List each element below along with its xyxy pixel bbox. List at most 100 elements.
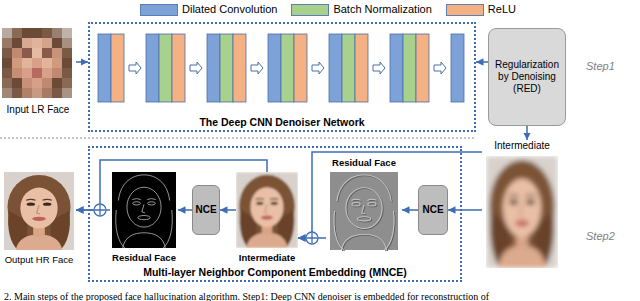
box-label: NCE: [195, 204, 216, 216]
drawing-part: [52, 58, 62, 68]
connector: [178, 209, 192, 211]
drawing-part: [32, 48, 42, 58]
drawing-part: [62, 28, 72, 38]
drawing-part: [32, 58, 42, 68]
network-box: The Deep CNN Denoiser Network: [88, 22, 476, 132]
drawing-part: [62, 58, 72, 68]
group-title: The Deep CNN Denoiser Network: [199, 116, 364, 129]
drawing-part: [62, 88, 72, 98]
caption: 2. Main steps of the proposed face hallu…: [4, 291, 489, 301]
sum-symbol: [94, 204, 106, 216]
face-label: Residual Face: [332, 157, 396, 168]
drawing-part: [159, 34, 172, 102]
drawing-part: [373, 62, 385, 74]
drawing-part: [52, 48, 62, 58]
drawing-part: [62, 68, 72, 78]
drawing-part: [32, 88, 42, 98]
legend-text: Dilated Convolution: [182, 3, 277, 16]
drawing-part: [146, 34, 159, 102]
sum-symbol: [306, 232, 318, 244]
face-image: Input LR Face: [0, 26, 76, 116]
drawing-part: [129, 62, 141, 74]
connector: [402, 209, 418, 211]
drawing-part: [32, 68, 42, 78]
legend-swatch: [446, 4, 484, 16]
module-box: Multi-layer Neighbor Component Embedding…: [88, 146, 462, 282]
drawing-part: [42, 38, 52, 48]
connector: [76, 160, 267, 210]
drawing-part: [62, 78, 72, 88]
drawing-part: [22, 58, 32, 68]
connector: [76, 61, 88, 63]
drawing-part: [42, 88, 52, 98]
drawing-part: [22, 78, 32, 88]
drawing-part: [306, 232, 318, 244]
label-holder: Step2: [586, 226, 615, 244]
connector: [526, 126, 528, 140]
drawing-part: [22, 88, 32, 98]
drawing-part: [42, 58, 52, 68]
process-box: NCE: [192, 185, 220, 235]
drawing-part: [112, 172, 176, 248]
drawing-part: [62, 48, 72, 58]
drawing-part: [434, 62, 446, 74]
drawing-part: [4, 172, 74, 250]
drawing-part: [2, 88, 12, 98]
blurry-face: [486, 156, 558, 268]
drawing-part: [335, 176, 395, 251]
step-label: Step1: [586, 60, 615, 72]
box-label: Regularization by Denoising (RED): [492, 59, 562, 95]
drawing-part: [32, 78, 42, 88]
drawing-part: [12, 28, 22, 38]
drawing-part: [451, 34, 464, 102]
step-label: Step2: [586, 230, 615, 242]
drawing-part: [22, 28, 32, 38]
pixelated-face: [2, 28, 72, 98]
drawing-part: [32, 28, 42, 38]
drawing-part: [52, 38, 62, 48]
drawing-part: [52, 88, 62, 98]
drawing-part: [111, 34, 124, 102]
legend-swatch: [140, 4, 178, 16]
drawing-part: [342, 34, 355, 102]
connector: [220, 209, 236, 211]
residual-face-dark: [112, 172, 176, 248]
drawing-part: [12, 38, 22, 48]
drawing-part: [2, 38, 12, 48]
residual-image: Residual Face: [326, 157, 402, 252]
legend-swatch: [291, 4, 329, 16]
drawing-part: [416, 34, 429, 102]
face-label: Intermediate: [239, 252, 296, 263]
intermediate-face: [236, 172, 298, 248]
connector: [298, 152, 482, 238]
drawing-part: [12, 78, 22, 88]
drawing-part: [2, 78, 12, 88]
drawing-part: [42, 28, 52, 38]
legend-text: Batch Normalization: [333, 3, 431, 16]
drawing-part: [486, 156, 558, 268]
drawing-part: [330, 172, 398, 250]
drawing-part: [207, 34, 220, 102]
drawing-part: [94, 204, 106, 216]
face-image: Intermediate: [236, 172, 298, 263]
drawing-part: [172, 34, 185, 102]
drawing-part: [251, 62, 263, 74]
face-label: Input LR Face: [7, 104, 70, 116]
drawing-part: [62, 38, 72, 48]
caption-holder: 2. Main steps of the proposed face hallu…: [4, 286, 489, 301]
drawing-part: [116, 175, 173, 248]
drawing-part: [233, 34, 246, 102]
drawing-part: [486, 156, 558, 268]
residual-image: Residual Face: [110, 172, 178, 263]
drawing-part: [42, 68, 52, 78]
drawing-part: [236, 172, 298, 248]
residual-face-grey: [330, 172, 398, 251]
drawing-part: [95, 205, 105, 215]
drawing-part: [52, 68, 62, 78]
drawing-part: [2, 48, 12, 58]
drawing-part: [2, 58, 12, 68]
face-image: Output HR Face: [2, 172, 76, 265]
drawing-part: [307, 233, 317, 243]
drawing-part: [22, 48, 32, 58]
